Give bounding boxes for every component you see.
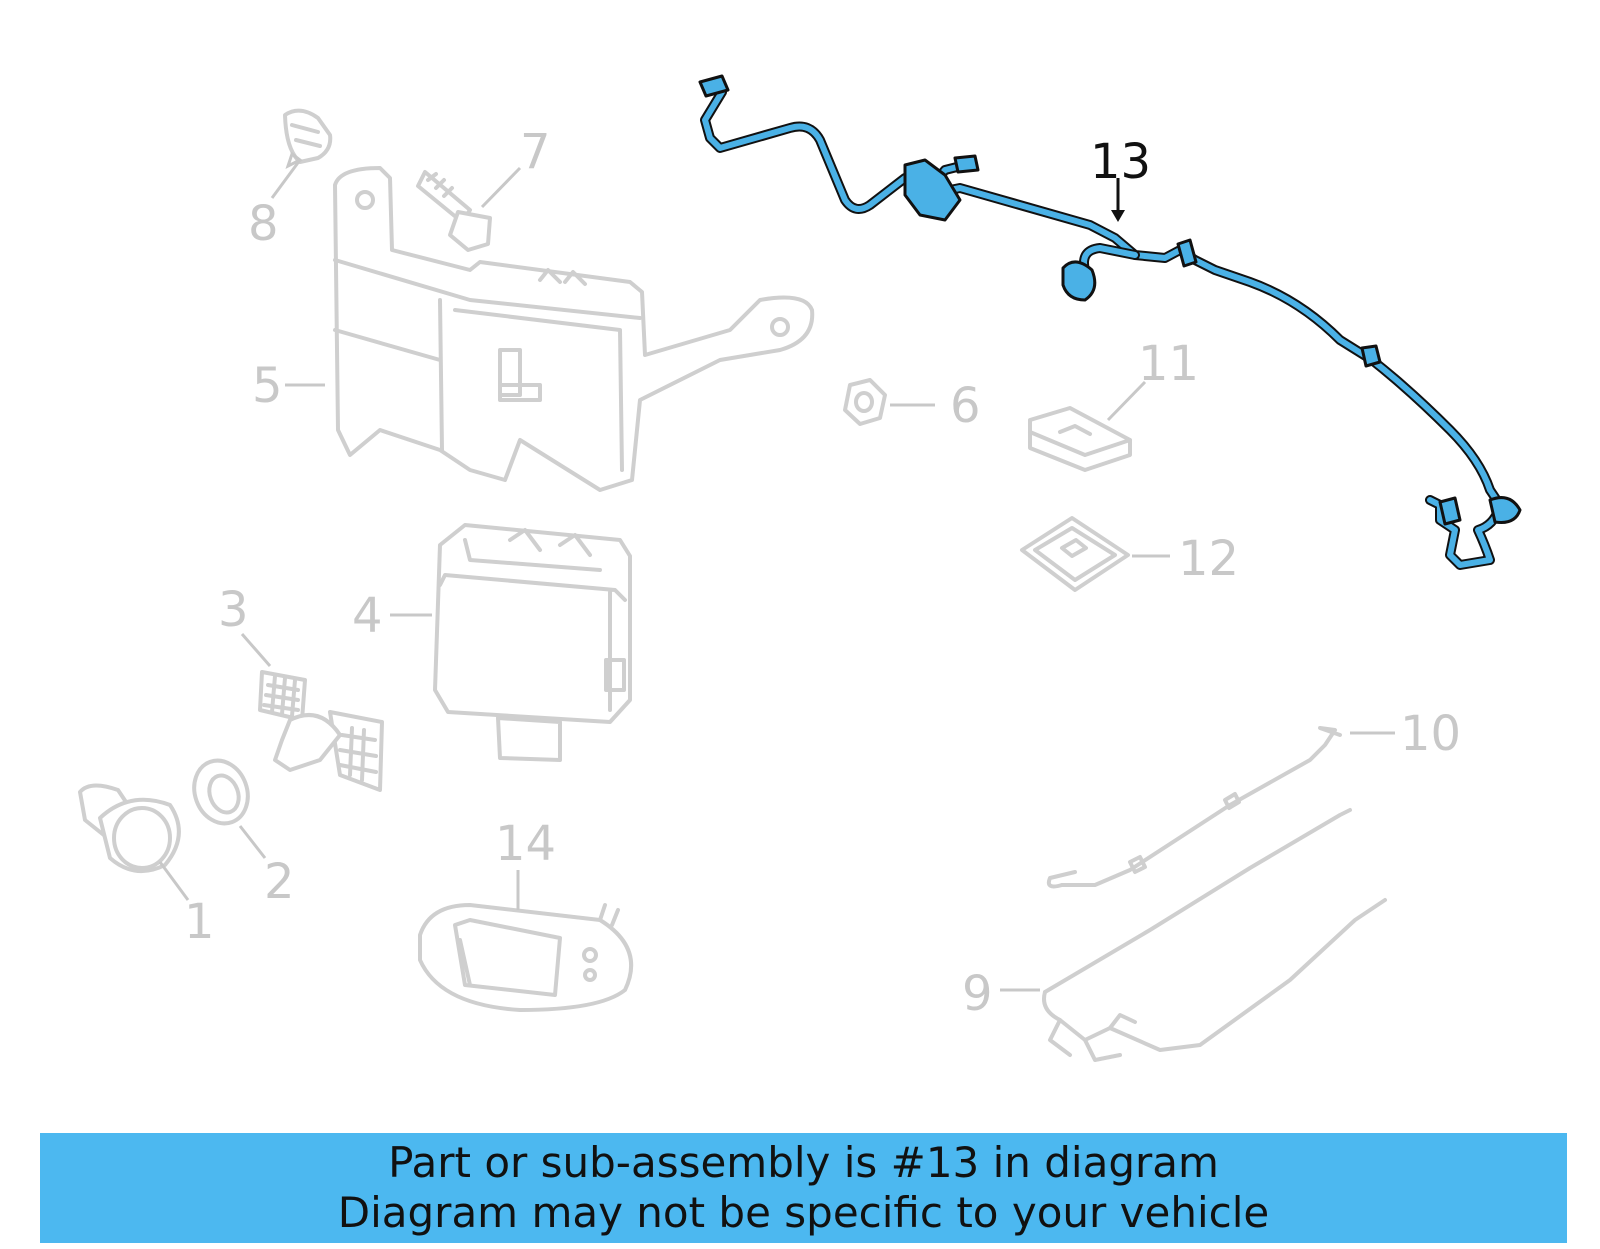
part-12-plate: [1020, 516, 1130, 592]
callout-11: 11: [1138, 336, 1199, 392]
callout-9: 9: [962, 966, 993, 1022]
info-banner: Part or sub-assembly is #13 in diagram D…: [40, 1133, 1567, 1243]
part-6-nut: [843, 378, 887, 426]
callout-7: 7: [520, 124, 551, 180]
part-2-grommet: [192, 758, 250, 826]
part-5-bracket: [333, 166, 815, 492]
part-11-sensor: [1028, 406, 1132, 472]
callout-12: 12: [1178, 531, 1239, 587]
callout-5: 5: [252, 358, 283, 414]
callout-3: 3: [218, 582, 249, 638]
leader-2: [238, 825, 267, 859]
callout-10: 10: [1400, 706, 1461, 762]
part-14-housing: [418, 903, 634, 1012]
part-8-clip: [283, 108, 333, 164]
leader-3: [240, 633, 272, 667]
callout-4: 4: [352, 588, 383, 644]
leader-7: [480, 166, 522, 209]
leader-11: [1106, 380, 1147, 422]
part-10-cable: [1046, 726, 1342, 889]
part-4-module: [433, 523, 632, 762]
part-3-retainer: [258, 670, 384, 792]
part-7-bolt: [416, 170, 492, 252]
callout-6: 6: [950, 378, 981, 434]
callout-8: 8: [248, 196, 279, 252]
leader-1: [158, 861, 190, 901]
part-1-sensor: [78, 783, 181, 874]
banner-line-1: Part or sub-assembly is #13 in diagram: [388, 1138, 1219, 1187]
callout-14: 14: [495, 816, 556, 872]
leader-13-arrow: [1111, 210, 1125, 222]
callout-1: 1: [184, 894, 215, 950]
leader-8: [270, 159, 302, 199]
part-9-harness: [1042, 808, 1387, 1062]
callout-2: 2: [264, 854, 295, 910]
callout-13: 13: [1090, 134, 1151, 190]
banner-line-2: Diagram may not be specific to your vehi…: [337, 1188, 1270, 1237]
part-13-harness: [698, 74, 1522, 570]
